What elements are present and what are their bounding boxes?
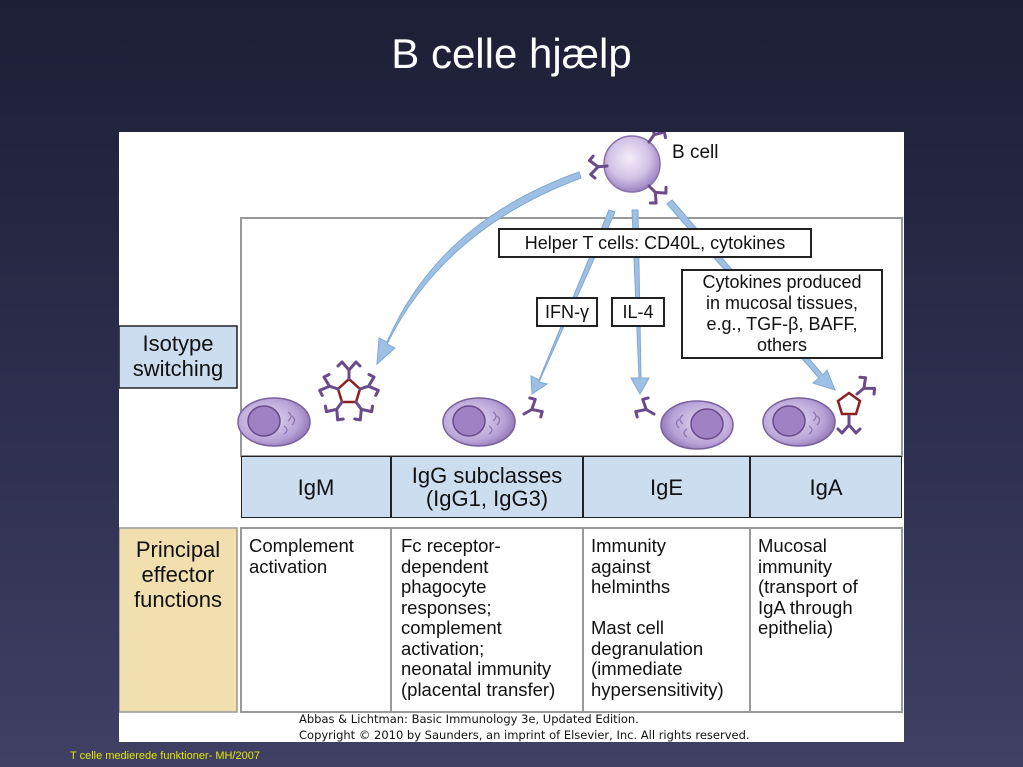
slide-footer: T celle medierede funktioner- MH/2007 (70, 750, 260, 762)
effector-label-box (119, 527, 238, 713)
citation-line-2: Copyright © 2010 by Saunders, an imprint… (299, 728, 750, 742)
function-ige: Immunity against helminths Mast cell deg… (591, 535, 724, 700)
isotype-igm: IgM (241, 456, 391, 518)
isotype-switching-label: Isotype switching (132, 331, 224, 381)
isotype-switching-box (119, 325, 238, 389)
il4-box: IL-4 (611, 297, 665, 327)
citation-line-1: Abbas & Lichtman: Basic Immunology 3e, U… (299, 712, 639, 726)
plasma-cell-iga-icon (762, 373, 879, 447)
b-cell-icon (587, 132, 671, 208)
function-iga: Mucosal immunity (transport of IgA throu… (758, 535, 858, 638)
slide-title: B celle hjælp (391, 30, 632, 77)
function-igm: Complement activation (249, 535, 354, 577)
function-igg: Fc receptor- dependent phagocyte respons… (401, 535, 556, 700)
plasma-cell-igm-icon (237, 360, 382, 447)
isotype-ige: IgE (583, 456, 750, 518)
effector-frame (240, 527, 903, 713)
arrow-to-igm (376, 171, 582, 366)
isotype-iga: IgA (750, 456, 902, 518)
diagram-figure: B cell Helper T cells: CD40L, cytokines … (119, 132, 904, 742)
isotype-igg: IgG subclasses (IgG1, IgG3) (391, 456, 583, 518)
helper-t-cells-box: Helper T cells: CD40L, cytokines (498, 228, 812, 258)
b-cell-label: B cell (672, 142, 719, 163)
ifn-gamma-box: IFN-γ (536, 297, 598, 327)
mucosal-cytokines-box: Cytokines produced in mucosal tissues, e… (681, 269, 883, 359)
citation: Abbas & Lichtman: Basic Immunology 3e, U… (299, 711, 750, 743)
effector-functions-label: Principal effector functions (133, 537, 223, 612)
